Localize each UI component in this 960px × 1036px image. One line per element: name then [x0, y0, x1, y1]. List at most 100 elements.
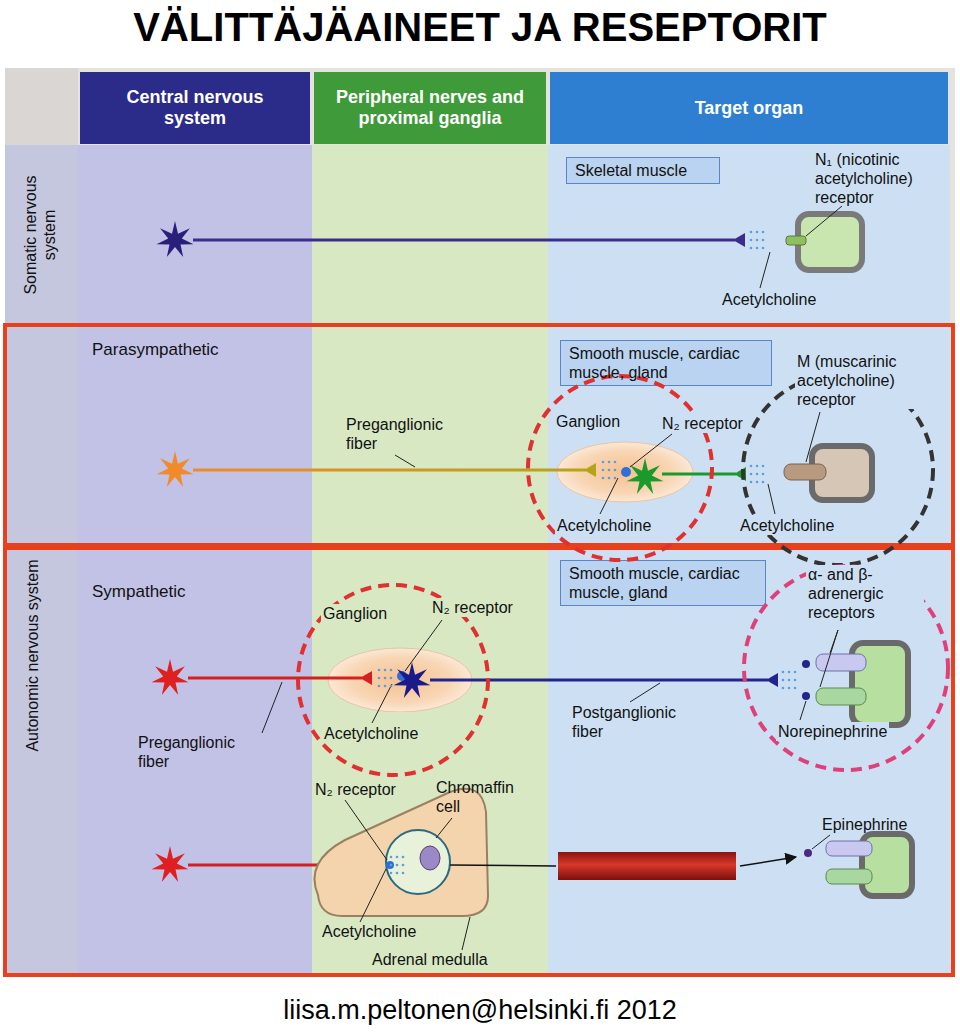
callout-label: Acetylcholine — [738, 516, 836, 535]
transmitter-spray — [782, 671, 785, 674]
neuron-star — [157, 451, 194, 487]
organ-name: Skeletal muscle — [575, 161, 687, 180]
column-ground — [312, 145, 548, 975]
column-ground — [548, 145, 950, 975]
transmitter-spray — [762, 239, 765, 242]
leader-line — [630, 434, 672, 467]
leader-line — [262, 206, 842, 950]
transmitter-spray — [794, 671, 797, 674]
blood-vessel — [558, 852, 736, 880]
callout-label: Sympathetic — [92, 582, 186, 601]
organ-name: Smooth muscle, cardiac muscle, gland — [569, 344, 763, 382]
callout-label: Postganglionic fiber — [572, 703, 684, 741]
secretion-arrow — [740, 857, 796, 866]
section-frame — [5, 325, 953, 975]
transmitter-spray — [762, 231, 765, 234]
transmitter-spray — [602, 477, 605, 480]
transmitter-spray — [614, 469, 617, 472]
callout-label: Adrenal medulla — [372, 950, 488, 969]
receptor-dot — [386, 861, 394, 869]
transmitter-spray — [378, 677, 381, 680]
ganglion-label: Ganglion — [554, 412, 622, 431]
somatic-fiber — [193, 239, 735, 242]
hormone-dot — [804, 849, 812, 857]
transmitter-spray — [378, 669, 381, 672]
receptor-cell — [826, 841, 872, 856]
transmitter-spray — [750, 239, 753, 242]
leader-line — [462, 917, 470, 950]
transmitter-spray — [756, 473, 759, 476]
chromaffin-cell — [386, 830, 450, 894]
callout-label: Preganglionic fiber — [346, 415, 458, 453]
transmitter-spray — [602, 461, 617, 480]
row-label: Somatic nervous system — [21, 160, 59, 310]
page-title: VÄLITTÄJÄAINEET JA RESEPTORIT — [0, 4, 960, 50]
row-divider — [5, 325, 950, 546]
neuron-star — [152, 221, 664, 882]
leader-line — [820, 630, 838, 687]
row-label: Autonomic nervous system — [23, 540, 42, 770]
preganglionic-fiber — [193, 463, 596, 477]
callout-label: M (muscarinic acetylcholine) receptor — [795, 352, 937, 409]
somatic-fiber — [733, 233, 745, 247]
panel-ground — [5, 68, 78, 145]
leader-line — [768, 484, 775, 514]
preganglionic-fiber — [360, 671, 372, 685]
transmitter-spray — [384, 685, 387, 688]
transmitter-spray — [384, 677, 387, 680]
leader-line — [600, 478, 618, 514]
footer-caption: liisa.m.peltonen@helsinki.fi 2012 — [0, 993, 960, 1027]
postganglionic-fiber — [662, 473, 736, 476]
callout-label: N₁ (nicotinic acetylcholine) receptor — [815, 150, 950, 207]
transmitter-spray — [788, 687, 791, 690]
adrenal-medulla — [314, 789, 488, 916]
transmitter-spray — [750, 247, 753, 250]
preganglionic-fiber — [584, 463, 596, 477]
transmitter-spray — [602, 469, 605, 472]
callout-label: N₂ receptor — [430, 598, 515, 617]
transmitter-spray — [614, 461, 617, 464]
secretion-arrow — [740, 857, 796, 866]
callout-label: Acetylcholine — [322, 724, 420, 743]
receptor-dot — [802, 660, 810, 668]
leader-line — [372, 684, 392, 723]
receptor-cell — [784, 464, 826, 480]
postganglionic-fiber — [430, 679, 768, 682]
transmitter-spray — [378, 669, 393, 688]
secretion-line — [450, 865, 556, 866]
transmitter-spray — [782, 671, 797, 690]
transmitter-spray — [750, 231, 765, 250]
target-organ-box: Smooth muscle, cardiac muscle, gland — [560, 560, 766, 606]
transmitter-spray — [788, 679, 791, 682]
transmitter-spray — [750, 465, 753, 468]
transmitter-spray — [608, 469, 611, 472]
transmitter-spray — [602, 461, 605, 464]
column-title: Central nervous system — [110, 87, 280, 129]
receptor-cell — [784, 446, 872, 500]
leader-line — [806, 412, 820, 462]
transmitter-spray — [402, 872, 405, 875]
transmitter-spray — [390, 856, 393, 859]
panel-ground — [5, 145, 78, 975]
transmitter-spray — [750, 473, 753, 476]
blood-vessel — [558, 852, 736, 880]
transmitter-spray — [608, 477, 611, 480]
receptor-dot — [621, 467, 631, 477]
organ-name: Smooth muscle, cardiac muscle, gland — [569, 564, 757, 602]
transmitter-spray — [782, 687, 785, 690]
callout-label: Acetylcholine — [322, 922, 416, 941]
transmitter-spray — [756, 465, 759, 468]
hormone-dot — [804, 849, 812, 857]
callout-label: Parasympathetic — [92, 340, 219, 359]
callout-label: Acetylcholine — [722, 290, 816, 309]
panel-ground — [5, 68, 955, 975]
panel-ground — [5, 68, 955, 975]
postganglionic-fiber — [662, 467, 746, 481]
section-frame — [5, 325, 953, 545]
leader-line — [630, 683, 660, 702]
receptor-cell — [786, 236, 806, 245]
target-organ-box: Smooth muscle, cardiac muscle, gland — [560, 340, 772, 386]
leader-line — [436, 818, 452, 838]
transmitter-spray — [756, 231, 759, 234]
